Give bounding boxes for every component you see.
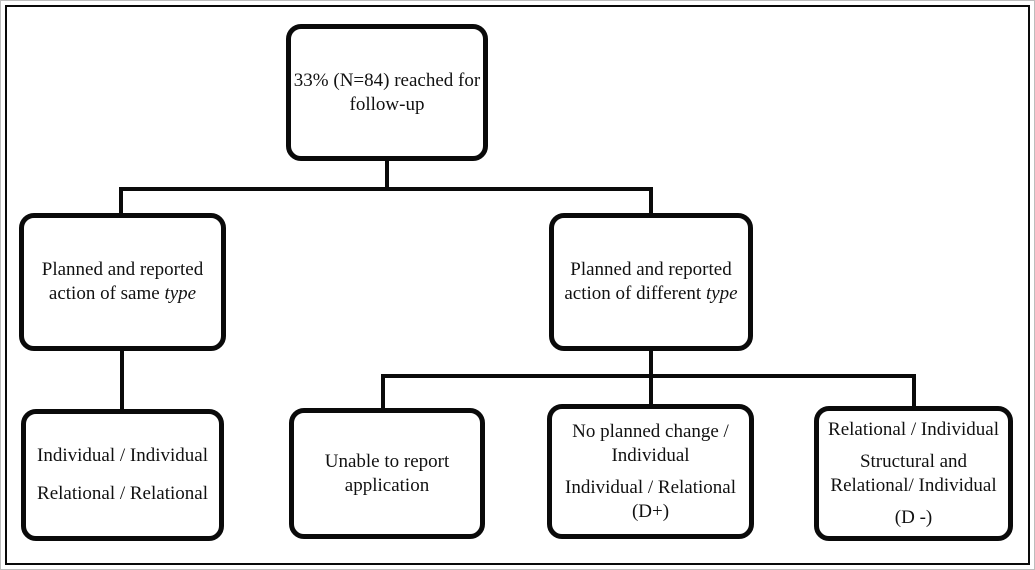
node-d-minus-line-2: Structural and Relational/ Individual <box>830 450 997 496</box>
node-d-plus: No planned change / Individual Individua… <box>547 404 754 539</box>
node-unable-report-label: Unable to report application <box>324 450 450 496</box>
node-d-minus-line-1: Relational / Individual <box>828 418 999 440</box>
node-same-outcomes-line-2: Relational / Relational <box>37 483 208 504</box>
connector-level3-bar <box>381 374 916 378</box>
node-unable-report: Unable to report application <box>289 408 485 539</box>
node-same-type-text: Planned and reported action of same <box>41 259 204 304</box>
node-same-outcomes-line-1: Individual / Individual <box>37 445 208 466</box>
node-same-type-label: Planned and reported action of same type <box>28 258 217 306</box>
node-different-type-text: Planned and reported action of different <box>564 259 732 304</box>
connector-same-type-drop <box>119 189 123 215</box>
node-same-type: Planned and reported action of same type <box>19 213 226 351</box>
node-different-type: Planned and reported action of different… <box>549 213 753 351</box>
node-followup-label: 33% (N=84) reached for follow-up <box>293 69 481 115</box>
connector-root-stem <box>385 159 389 191</box>
node-same-outcomes: Individual / Individual Relational / Rel… <box>21 409 224 541</box>
connector-same-outcomes-stem <box>120 349 124 411</box>
connector-dminus-drop <box>912 376 916 408</box>
connector-level2-bar <box>119 187 653 191</box>
node-different-type-italic-word: type <box>705 283 738 304</box>
node-d-plus-line-2: Individual / Relational (D+) <box>565 476 736 522</box>
node-d-plus-line-1: No planned change / Individual <box>572 420 729 466</box>
node-different-type-label: Planned and reported action of different… <box>558 258 744 306</box>
connector-unable-drop <box>381 376 385 410</box>
connector-different-type-drop <box>649 189 653 215</box>
node-d-minus: Relational / Individual Structural and R… <box>814 406 1013 541</box>
node-followup: 33% (N=84) reached for follow-up <box>286 24 488 161</box>
node-d-minus-line-3: (D -) <box>894 506 933 528</box>
node-same-type-italic-word: type <box>164 283 197 304</box>
